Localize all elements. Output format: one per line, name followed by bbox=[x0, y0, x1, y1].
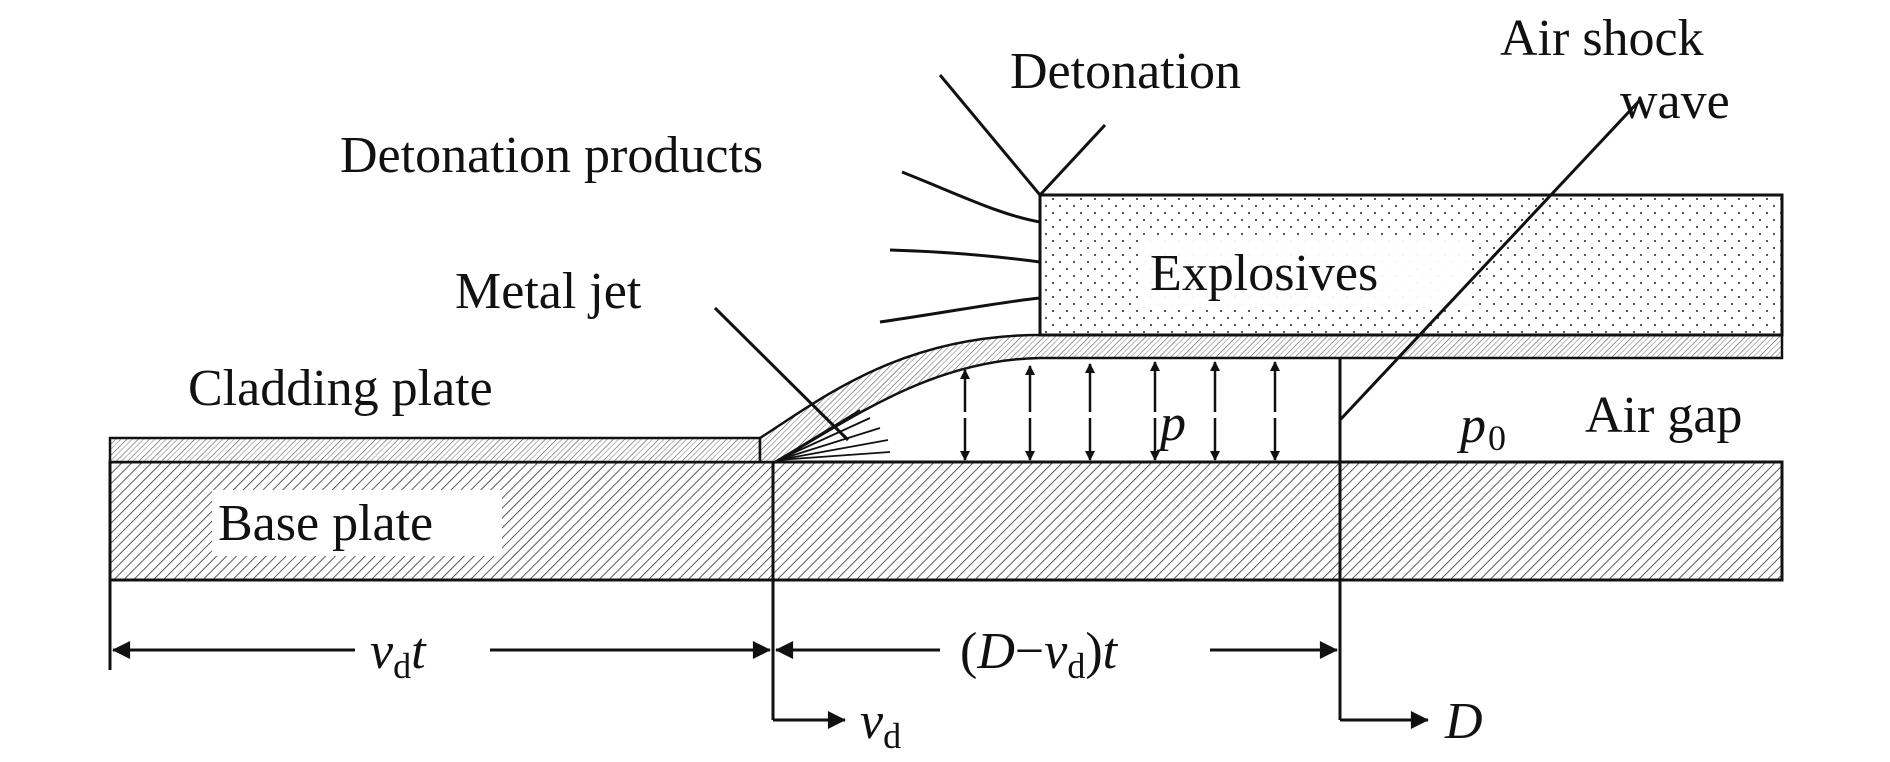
label-detonation-products: Detonation products bbox=[340, 127, 763, 184]
dimension-D-minus-vd-t: (D−vd)t bbox=[960, 623, 1119, 686]
detonation-leader-lines bbox=[938, 74, 1107, 197]
symbol-D: D bbox=[1444, 693, 1483, 750]
air-shock-wave-leader bbox=[1338, 98, 1642, 422]
base-plate-label-bg bbox=[212, 490, 502, 556]
label-metal-jet: Metal jet bbox=[455, 263, 642, 320]
metal-jet-rays bbox=[777, 409, 891, 461]
label-air-shock-line2: wave bbox=[1620, 73, 1730, 130]
label-air-shock-line1: Air shock bbox=[1500, 10, 1704, 67]
label-explosives: Explosives bbox=[1150, 245, 1378, 302]
label-cladding-plate: Cladding plate bbox=[188, 360, 493, 417]
dimension-vdt: vdt bbox=[370, 623, 427, 686]
label-detonation: Detonation bbox=[1010, 43, 1241, 100]
metal-jet-leader bbox=[713, 306, 850, 442]
symbol-vd: vd bbox=[860, 693, 901, 756]
label-base-plate: Base plate bbox=[218, 495, 433, 552]
detonation-products-curves bbox=[879, 170, 1041, 324]
cladding-plate-left bbox=[108, 436, 762, 464]
explosives-label-bg bbox=[1140, 235, 1470, 305]
label-air-gap: Air gap bbox=[1585, 387, 1742, 444]
pressure-arrows bbox=[960, 361, 1280, 461]
cladding-plate-bend bbox=[758, 333, 1784, 464]
symbol-ambient-pressure: p0 bbox=[1456, 397, 1506, 458]
symbol-pressure: p bbox=[1156, 395, 1186, 452]
